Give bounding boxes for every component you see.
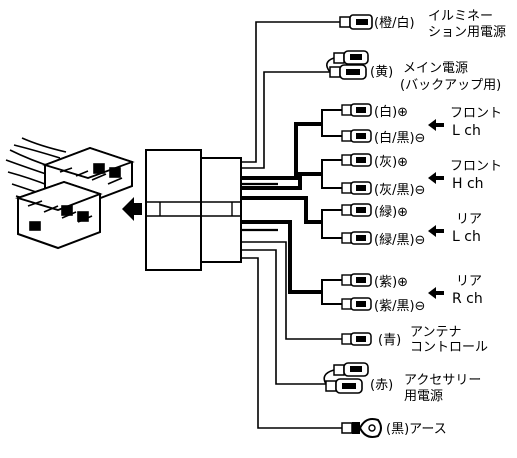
speaker-pair-front-l [321, 109, 342, 137]
spade-terminal [341, 153, 372, 167]
label-acc-name-2: 用電源 [404, 389, 443, 404]
speaker-pair-rear-r [321, 279, 342, 305]
label-fl-minus: (白/黒)⊖ [374, 130, 425, 146]
spade-terminal [341, 203, 372, 217]
head-unit-plug-illustration [5, 137, 135, 250]
label-rr-plus: (紫)⊕ [374, 275, 408, 290]
ring-terminal-icon [341, 418, 382, 438]
spade-terminal [341, 297, 372, 311]
harness-connector [145, 149, 242, 271]
harness-wires [241, 21, 342, 429]
speaker-pair-front-h [321, 159, 342, 189]
spade-terminal [341, 181, 372, 195]
label-ground: (黒)アース [386, 422, 447, 437]
label-fh-plus: (灰)⊕ [374, 155, 408, 170]
speaker-rl-line2: L ch [452, 229, 481, 245]
connector-illumination [339, 14, 373, 30]
spade-terminal [341, 273, 372, 287]
name-labels: イルミネー ション用電源 メイン電源 (バックアップ用) アンテナ コントロール… [400, 9, 506, 404]
label-acc-name-1: アクセサリー [404, 373, 481, 388]
color-labels: (橙/白) (黄) (白)⊕ (白/黒)⊖ (灰)⊕ (灰/黒)⊖ (緑)⊕ (… [370, 15, 447, 437]
label-main-color: (黄) [370, 65, 393, 80]
speaker-rl-line1: リア [456, 212, 482, 227]
label-main-name-1: メイン電源 [403, 61, 468, 76]
connector-main-power [326, 50, 369, 80]
speaker-fl-line1: フロント [450, 106, 502, 121]
label-main-name-2: (バックアップ用) [400, 78, 501, 93]
speaker-labels: フロント L ch フロント H ch リア L ch リア R ch [428, 106, 502, 307]
spade-terminal [341, 332, 372, 346]
label-antenna-name-1: アンテナ [410, 325, 461, 340]
label-illum-name-2: ション用電源 [428, 25, 506, 40]
label-fl-plus: (白)⊕ [374, 104, 408, 120]
spade-terminal [341, 103, 372, 117]
spade-terminal [341, 231, 372, 245]
connector-accessory [323, 362, 369, 394]
label-rr-minus: (紫/黒)⊖ [374, 299, 425, 314]
label-acc-color: (赤) [370, 378, 393, 393]
speaker-rr-line1: リア [456, 274, 482, 289]
speaker-fh-line1: フロント [450, 159, 502, 174]
left-arrow-icon [428, 119, 444, 299]
speaker-fh-line2: H ch [452, 176, 484, 192]
label-fh-minus: (灰/黒)⊖ [374, 183, 425, 198]
spade-terminal [341, 129, 372, 143]
speaker-fl-line2: L ch [452, 123, 481, 139]
label-illum-color: (橙/白) [374, 15, 415, 31]
speaker-pair-rear-l [321, 209, 342, 239]
label-antenna-name-2: コントロール [410, 340, 488, 355]
left-arrow-icon [122, 197, 142, 221]
label-rl-plus: (緑)⊕ [374, 205, 408, 220]
label-rl-minus: (緑/黒)⊖ [374, 233, 425, 248]
label-antenna-color: (青) [378, 333, 401, 348]
speaker-rr-line2: R ch [452, 291, 483, 307]
spade-terminals [341, 103, 372, 346]
label-illum-name-1: イルミネー [428, 9, 493, 24]
